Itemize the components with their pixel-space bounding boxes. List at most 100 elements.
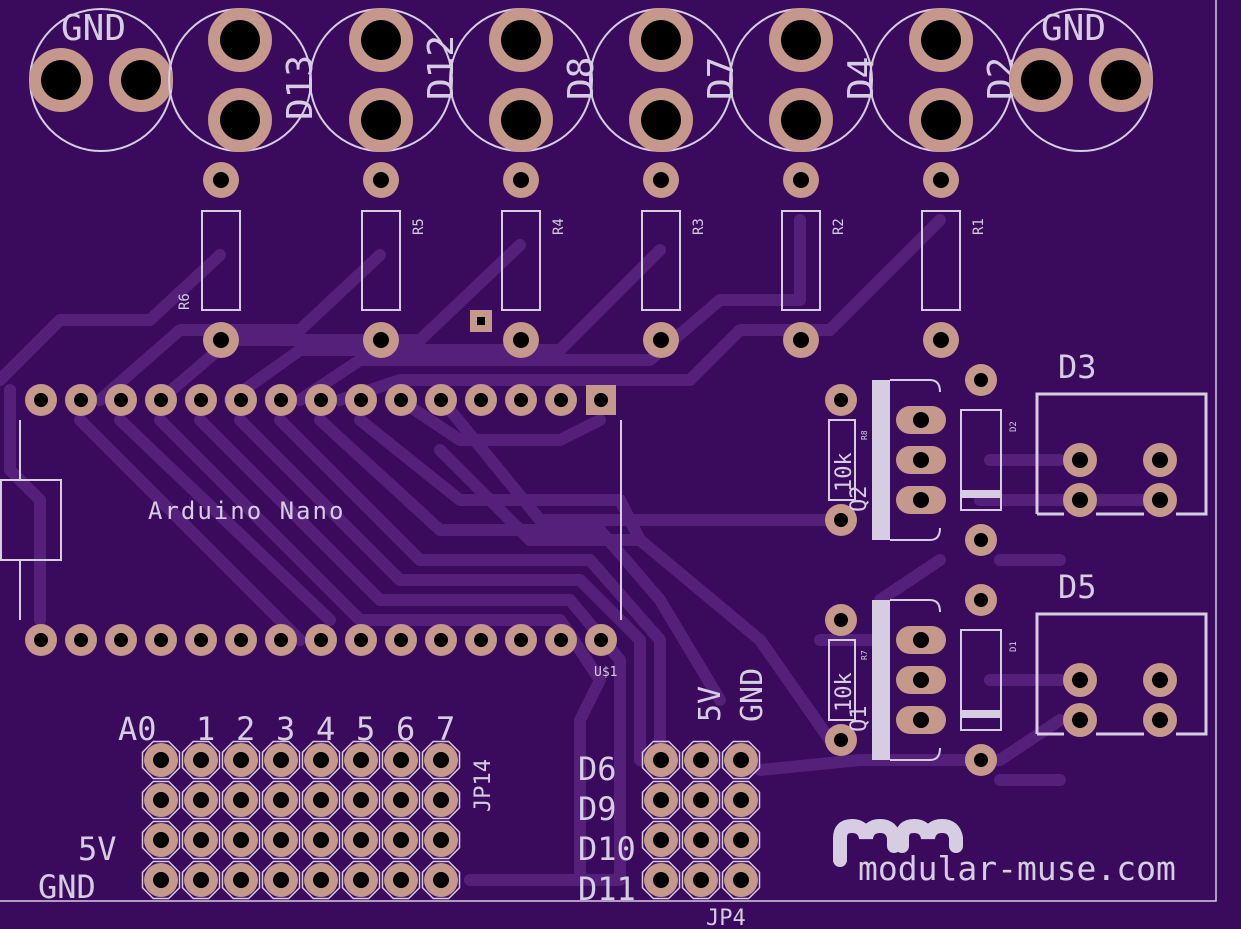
header-pad [141, 740, 181, 780]
resistor-outline [201, 210, 241, 311]
row-label: D6 [578, 750, 617, 788]
resistor-pad [363, 322, 399, 358]
connector-pad [1089, 48, 1153, 112]
connector-label: D8 [561, 57, 602, 100]
diode-band [961, 710, 1001, 718]
header-pad [681, 860, 721, 900]
header-pad [421, 820, 461, 860]
header-pad [221, 780, 261, 820]
arduino-pin [305, 624, 337, 656]
trace [394, 394, 606, 446]
header-pad [381, 860, 421, 900]
column-label: A0 [118, 710, 157, 748]
arduino-pin [465, 384, 497, 416]
resistor-pad [643, 162, 679, 198]
header-pad [341, 820, 381, 860]
header-pad [221, 860, 261, 900]
header-pad [221, 820, 261, 860]
arduino-pin [305, 384, 337, 416]
header-pad [681, 820, 721, 860]
arduino-pin [265, 624, 297, 656]
connector-d12: D12 [309, 8, 462, 152]
trace [444, 404, 846, 526]
resistor-pad [783, 322, 819, 358]
header-pad [681, 780, 721, 820]
driver-transistor-ref: Q2 [847, 486, 872, 513]
trace [94, 249, 386, 406]
connector-pad [208, 8, 272, 72]
arduino-pin [585, 624, 617, 656]
connector-pad [1143, 703, 1177, 737]
column-label: 5V [693, 686, 728, 722]
driver-resistor-ref: R7 [860, 650, 869, 660]
brand: modular-muse.com [833, 818, 1176, 888]
transistor-outline [890, 379, 941, 541]
resistor-label: R3 [691, 218, 707, 235]
trace [74, 414, 306, 646]
header-pad [721, 780, 761, 820]
resistor-label: R6 [177, 293, 193, 310]
connector-pad [909, 8, 973, 72]
column-label: 7 [436, 710, 455, 748]
trace [274, 414, 666, 766]
arduino-pin [465, 624, 497, 656]
driver-resistor-outline [828, 639, 856, 721]
arduino-pin [25, 624, 57, 656]
connector-pad [769, 8, 833, 72]
trace [354, 414, 836, 746]
header-pad [261, 740, 301, 780]
header-pad [301, 740, 341, 780]
connector-gnd: GND [29, 8, 173, 152]
trace [294, 214, 806, 406]
header-pad [301, 780, 341, 820]
header-pad [381, 780, 421, 820]
resistor-outline [641, 210, 681, 311]
connector-pad [1063, 703, 1097, 737]
header-pad [641, 860, 681, 900]
resistor-pad [783, 162, 819, 198]
header-pad [261, 780, 301, 820]
resistor-pad [643, 322, 679, 358]
arduino-pin [586, 385, 616, 415]
connector-pad [349, 8, 413, 72]
resistor-pad [203, 322, 239, 358]
header-pad [421, 740, 461, 780]
header-pad [721, 860, 761, 900]
diode-pad [965, 364, 997, 396]
diode-pad [965, 524, 997, 556]
resistor-outline [361, 210, 401, 311]
arduino-pin [185, 624, 217, 656]
row-label: D11 [578, 870, 636, 908]
arduino-pin [65, 384, 97, 416]
driver-resistor-outline [828, 419, 856, 501]
connector-pad [769, 88, 833, 152]
header-pad [181, 860, 221, 900]
row-label: D9 [578, 790, 617, 828]
header-pad [721, 740, 761, 780]
diode-pad [965, 744, 997, 776]
connector-pad [29, 48, 93, 112]
diode-ref: D2 [1009, 421, 1019, 432]
column-label: 4 [316, 710, 335, 748]
transistor-pad [896, 446, 946, 474]
arduino-pin [345, 624, 377, 656]
resistor-outline [501, 210, 541, 311]
row-label: 5V [78, 830, 117, 868]
trace [874, 554, 946, 606]
resistor-outline [781, 210, 821, 311]
trace [334, 214, 946, 406]
transistor-pad [896, 406, 946, 434]
row-label: D10 [578, 830, 636, 868]
resistor-outline [921, 210, 961, 311]
diode-pad [965, 584, 997, 616]
arduino-pins-top [25, 384, 616, 416]
connector-pad [1143, 663, 1177, 697]
header-pad [261, 820, 301, 860]
header-pad [301, 860, 341, 900]
resistor-label: R4 [551, 218, 567, 235]
mm-logo-icon [833, 818, 963, 867]
connector-pad [1063, 443, 1097, 477]
connector-label: D5 [1058, 568, 1097, 606]
